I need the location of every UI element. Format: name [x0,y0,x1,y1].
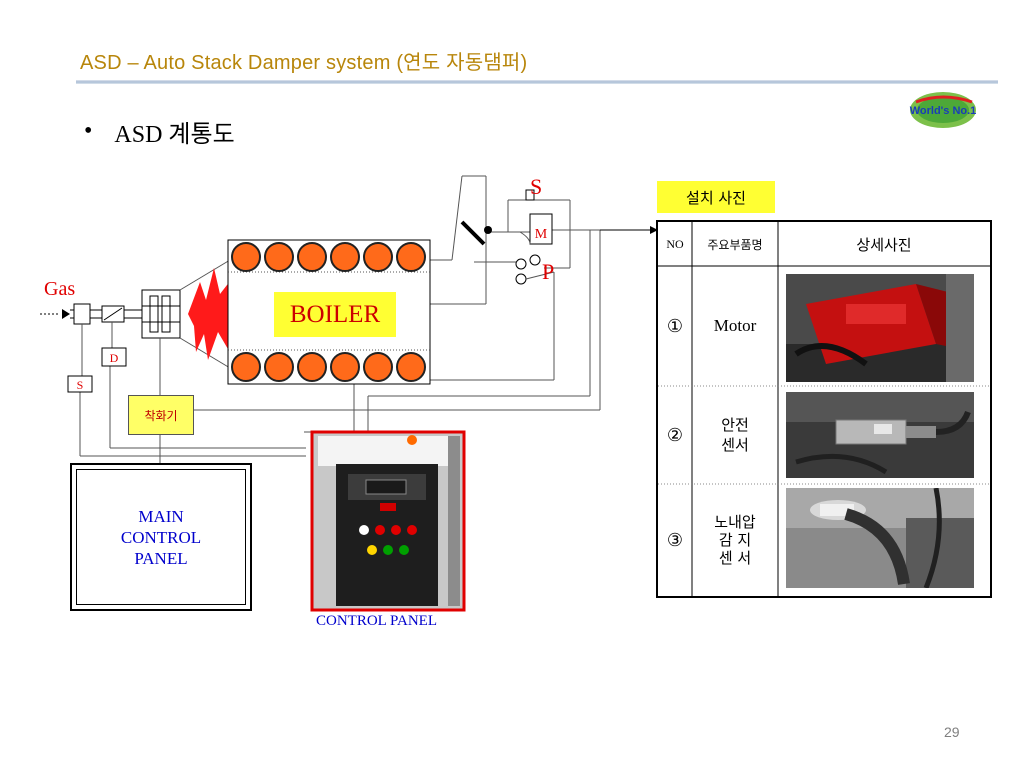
header-no: NO [666,236,684,251]
part-name-line: 노내압 [714,513,756,531]
boiler-tube-icon [231,242,261,272]
header-detail-photo: 상세사진 [856,235,912,254]
section-heading: ASD 계통도 [114,122,235,148]
row-number: ② [666,424,684,445]
slide-title: ASD – Auto Stack Damper system (연도 자동댐퍼) [80,52,528,74]
logo-text: World's No.1 [910,105,977,117]
control-panel-caption: CONTROL PANEL [316,613,437,629]
damper-pivot-icon [484,226,492,234]
boiler-label: BOILER [274,292,396,337]
row-number: ③ [666,529,684,550]
damper-blade-icon [460,220,486,246]
limit-switch-s-label: S [530,174,542,199]
boiler-tube-row-top [231,242,426,272]
page-number: 29 [944,724,960,740]
pressure-contact-icon [515,273,527,285]
worlds-no1-logo: World's No.1 [910,92,977,128]
part-name-line: 감 지 [718,531,752,549]
arrow-to-table-icon [650,226,658,234]
red-motor-photo [786,274,974,382]
boiler-tube-icon [231,352,261,382]
valve-d-box [101,347,127,367]
row-number: ① [666,315,684,336]
burner-assembly [141,259,231,369]
boiler-tube-icon [330,352,360,382]
install-photo-tag: 설치 사진 [657,181,775,213]
boiler-tube-icon [330,242,360,272]
pressure-contact-icon [515,258,527,270]
boiler-tube-row-bottom [231,352,426,382]
row-part-name: 안전 센서 [692,386,778,484]
valve-s-label: S [77,378,84,392]
boiler-tube-icon [363,352,393,382]
valve-d-label: D [110,351,119,365]
title-divider [76,80,998,84]
boiler-tube-icon [297,242,327,272]
part-name-line: 센서 [721,436,749,454]
boiler-tube-icon [363,242,393,272]
motor-box [529,213,553,245]
bullet-icon: • [84,118,93,144]
row-part-name: 노내압 감 지 센 서 [692,484,778,596]
valve-s-box [67,375,93,393]
main-panel-line: PANEL [134,548,188,568]
boiler-tube-icon [264,352,294,382]
pressure-switch-label: P [542,259,554,284]
table-grid [658,222,990,596]
limit-switch-s-icon [525,189,535,201]
part-name-line: 안전 [721,416,749,434]
motor-label: M [535,227,548,242]
row-part-name: Motor [713,316,757,335]
igniter-box: 착화기 [128,395,194,435]
gas-label: Gas [44,278,75,300]
main-control-panel-text: MAIN CONTROL PANEL [76,469,246,605]
boiler-tube-icon [396,242,426,272]
header-part-name: 주요부품명 [707,237,763,252]
main-panel-line: MAIN [138,506,184,526]
main-panel-line: CONTROL [120,527,202,547]
boiler-tube-icon [396,352,426,382]
control-panel-photo [310,430,466,612]
wiring-lines [79,175,601,463]
parts-table: NO 주요부품명 상세사진 ① Motor ② 안전 센서 ③ 노내압 감 지 … [656,220,992,598]
part-name-line: 센 서 [718,549,752,567]
pressure-contact-icon [529,254,541,266]
safety-sensor-photo [786,392,974,478]
gas-valve-s-icon [73,303,91,325]
boiler-tube-icon [297,352,327,382]
main-control-panel: MAIN CONTROL PANEL [70,463,252,611]
pressure-sensor-photo [786,488,974,588]
boiler-tube-icon [264,242,294,272]
gas-flow-arrow-icon [62,309,70,319]
